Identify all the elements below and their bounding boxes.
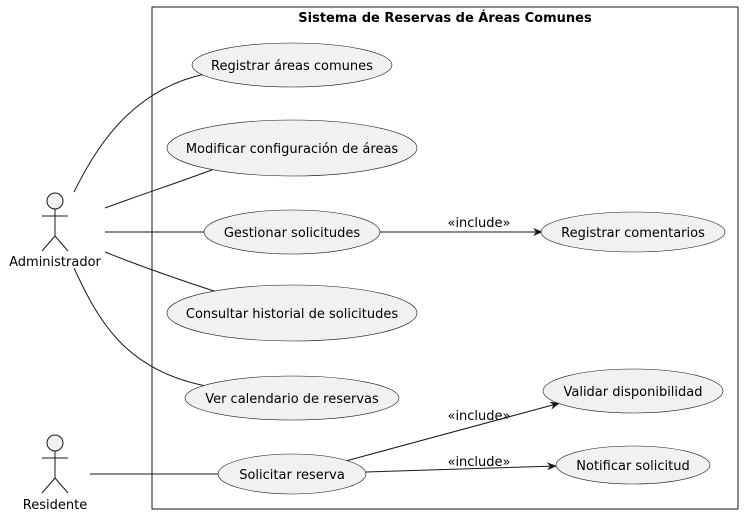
assoc-admin-consultar-historial	[104, 251, 218, 293]
use-case-registrar-areas[interactable]: Registrar áreas comunes	[191, 42, 393, 88]
use-case-solicitar-reserva[interactable]: Solicitar reserva	[217, 453, 367, 495]
use-case-consultar-historial[interactable]: Consultar historial de solicitudes	[166, 284, 418, 342]
svg-text:Gestionar solicitudes: Gestionar solicitudes	[224, 226, 360, 241]
use-case-modificar-configuracion[interactable]: Modificar configuración de áreas	[166, 119, 418, 177]
assoc-admin-modificar-config	[104, 167, 218, 209]
svg-text:Ver calendario de reservas: Ver calendario de reservas	[205, 392, 379, 407]
svg-text:Modificar configuración de áre: Modificar configuración de áreas	[186, 142, 399, 157]
svg-text:Notificar solicitud: Notificar solicitud	[576, 459, 689, 474]
assoc-admin-ver-calendario	[73, 267, 207, 387]
include-label-validar: «include»	[447, 409, 510, 424]
include-label-notificar: «include»	[447, 455, 510, 470]
include-label-comentarios: «include»	[447, 216, 510, 231]
system-boundary	[151, 6, 739, 510]
use-case-registrar-comentarios[interactable]: Registrar comentarios	[540, 211, 726, 253]
actor-label: Residente	[23, 498, 87, 513]
actor-label: Administrador	[9, 255, 101, 270]
svg-text:Registrar áreas comunes: Registrar áreas comunes	[211, 59, 373, 74]
svg-text:Solicitar reserva: Solicitar reserva	[239, 468, 345, 483]
use-case-validar-disponibilidad[interactable]: Validar disponibilidad	[542, 368, 724, 414]
include-solicitar-notificar	[365, 462, 558, 473]
actor-administrador[interactable]: Administrador	[9, 192, 102, 270]
include-solicitar-validar	[341, 401, 561, 463]
use-case-gestionar-solicitudes[interactable]: Gestionar solicitudes	[203, 209, 381, 255]
assoc-admin-registrar-areas	[73, 73, 206, 193]
actor-residente[interactable]: Residente	[23, 434, 87, 513]
stick-figure-icon	[41, 434, 69, 494]
system-title: Sistema de Reservas de Áreas Comunes	[298, 10, 592, 26]
stick-figure-icon	[41, 192, 69, 252]
svg-text:Consultar historial de solicit: Consultar historial de solicitudes	[186, 307, 398, 322]
use-case-ver-calendario[interactable]: Ver calendario de reservas	[184, 375, 400, 421]
use-case-notificar-solicitud[interactable]: Notificar solicitud	[555, 445, 711, 485]
svg-text:Registrar comentarios: Registrar comentarios	[561, 226, 705, 241]
svg-text:Validar disponibilidad: Validar disponibilidad	[563, 385, 702, 400]
